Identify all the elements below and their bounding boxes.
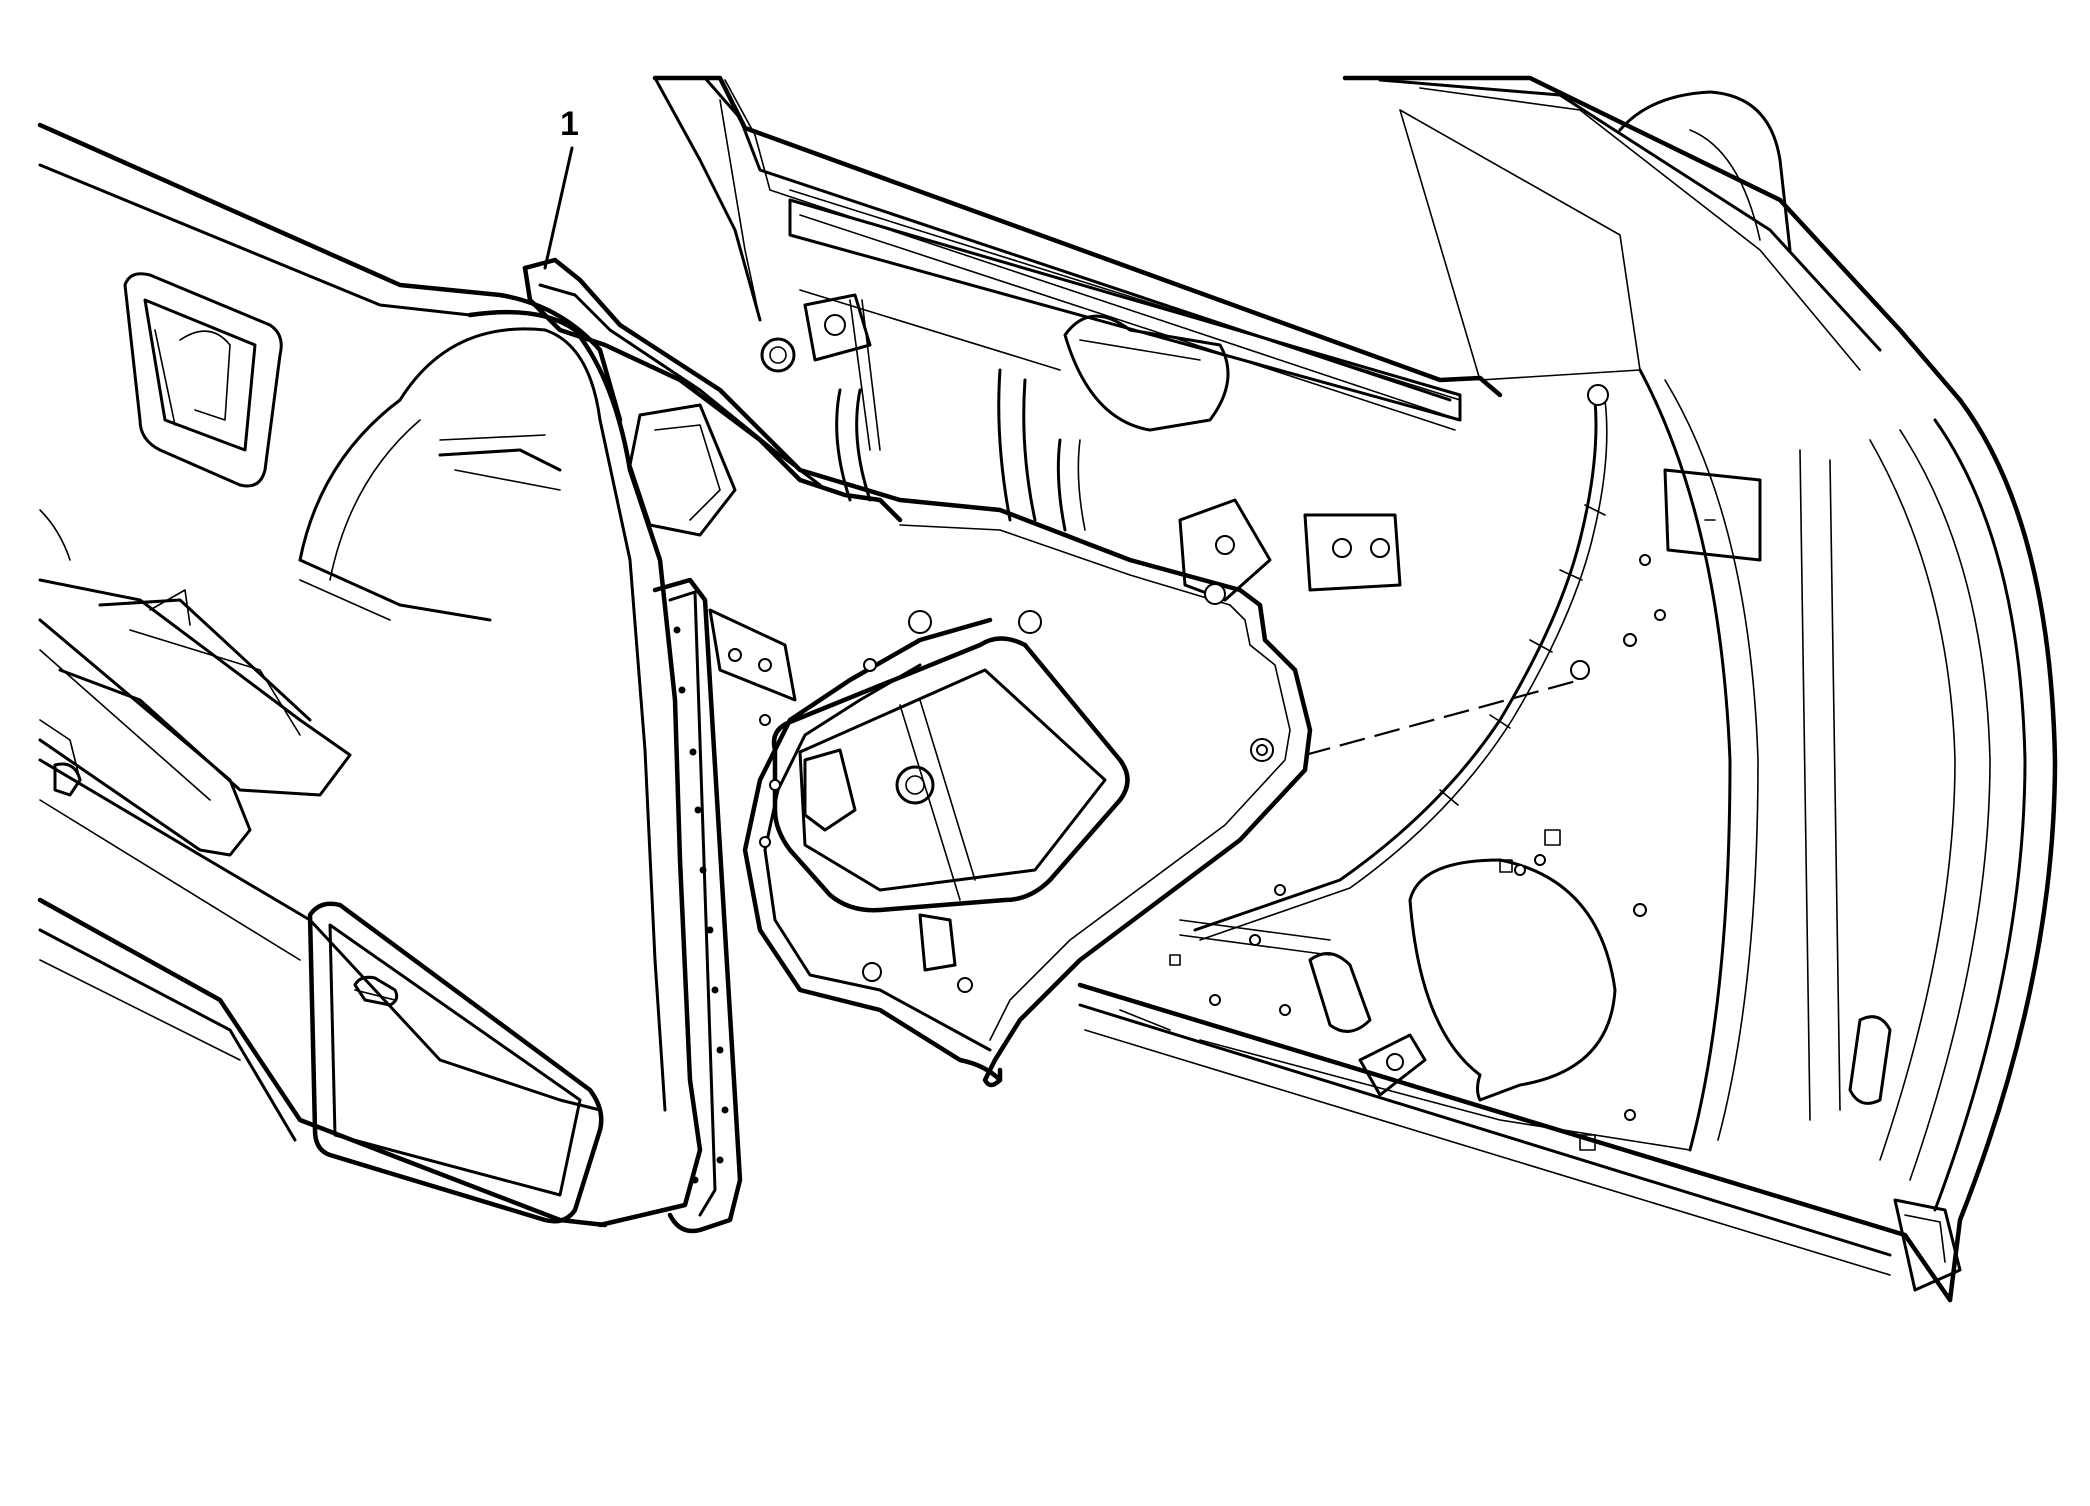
callout-1-leader-line xyxy=(543,146,574,270)
callout-1: 1 xyxy=(543,105,579,270)
callout-1-label: 1 xyxy=(560,105,579,143)
door-trim-panel xyxy=(37,122,743,1234)
inner-door-detail xyxy=(760,198,1762,1151)
door-frame xyxy=(652,75,2058,1303)
center-cutout xyxy=(708,583,1274,993)
